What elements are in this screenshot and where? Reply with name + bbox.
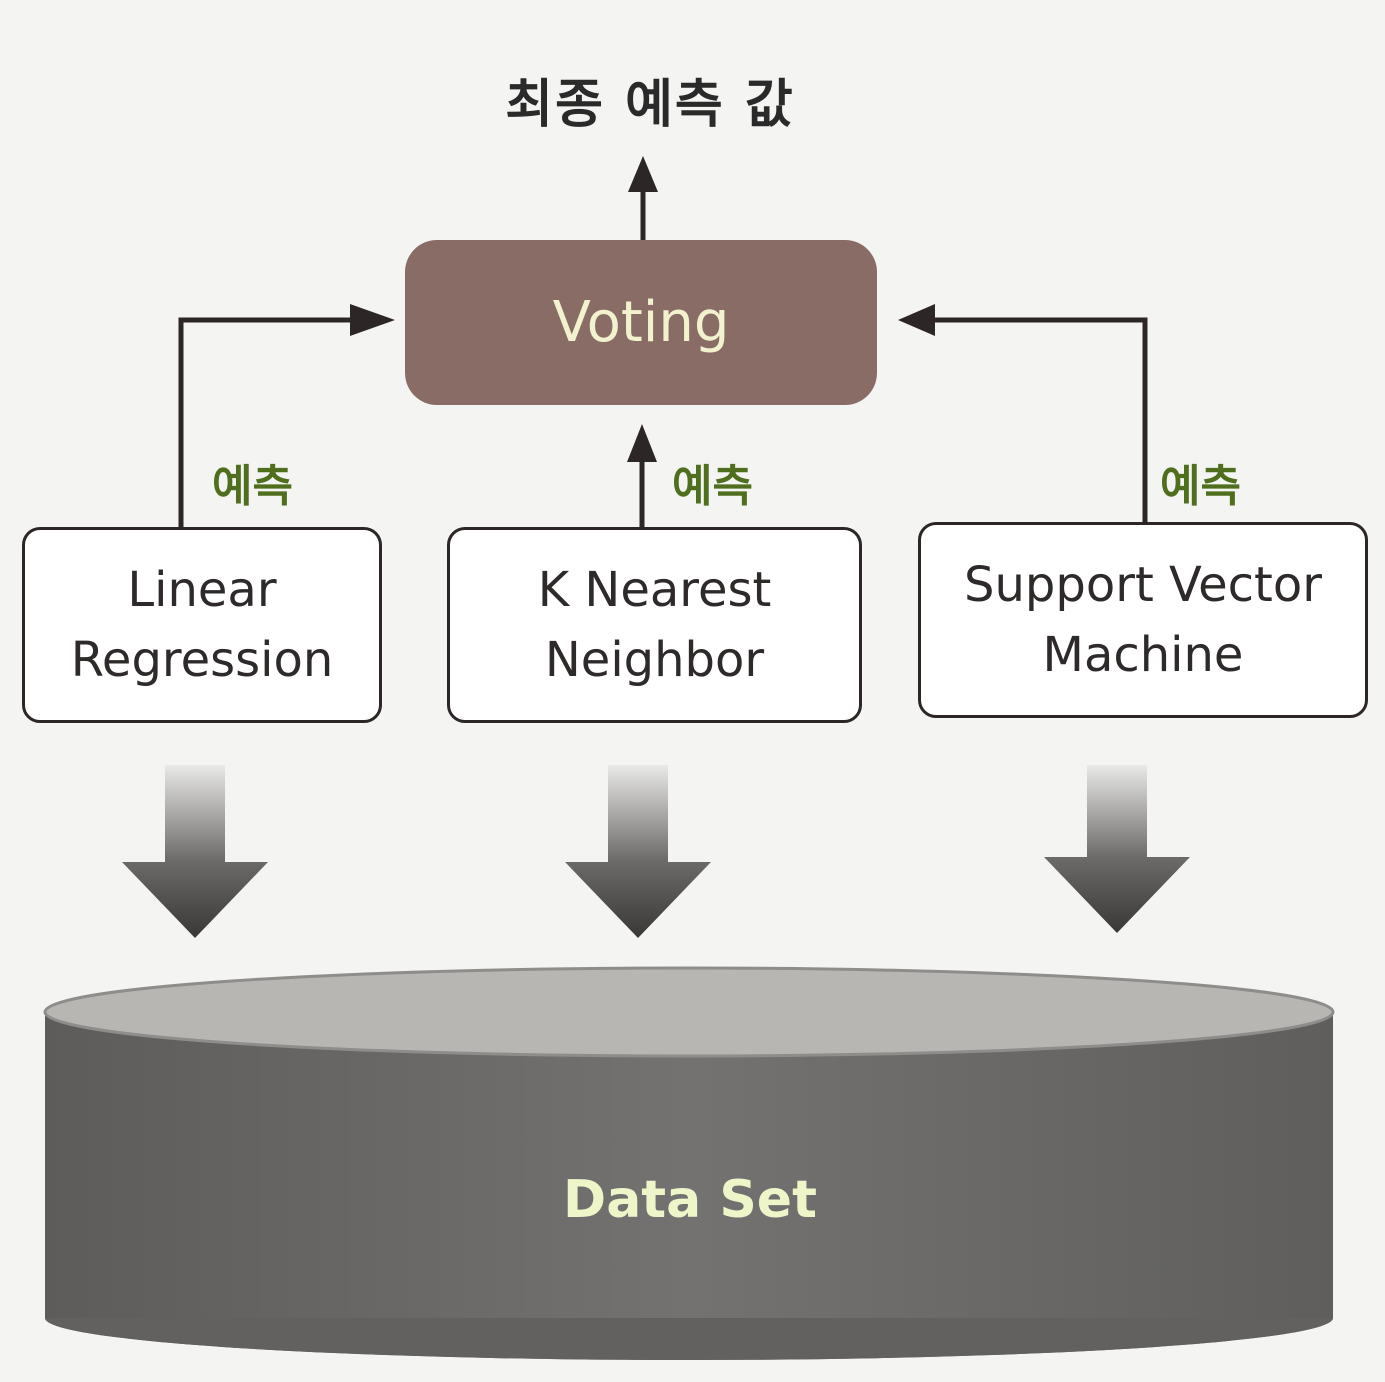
down-block-arrow-icon [1044,765,1190,933]
voting-label: Voting [552,290,730,355]
down-block-arrow-icon [565,765,711,938]
arrow-voting-to-result [628,156,658,240]
arrow-lr-to-voting [178,304,395,527]
voting-box: Voting [405,240,877,405]
model-name-line2: Neighbor [544,632,765,688]
model-name-line2: Machine [1042,627,1244,683]
dataset-label: Data Set [563,1170,817,1230]
model-box-support-vector-machine: Support Vector Machine [918,522,1368,718]
model-name-line1: Linear [127,562,277,618]
model-name-line1: Support Vector [964,557,1322,613]
arrow-knn-to-voting [627,424,657,527]
down-block-arrow-icon [122,765,268,938]
model-box-k-nearest-neighbor: K Nearest Neighbor [447,527,862,723]
final-prediction-title: 최종 예측 값 [505,75,795,135]
model-name-line1: K Nearest [537,562,772,618]
dataset-cylinder-icon [43,966,1335,1360]
prediction-label-knn: 예측 [672,461,753,512]
prediction-label-svm: 예측 [1160,461,1241,512]
arrow-svm-to-voting [898,304,1148,522]
model-name-line2: Regression [70,632,334,688]
model-box-linear-regression: Linear Regression [22,527,382,723]
prediction-label-lr: 예측 [212,461,293,512]
